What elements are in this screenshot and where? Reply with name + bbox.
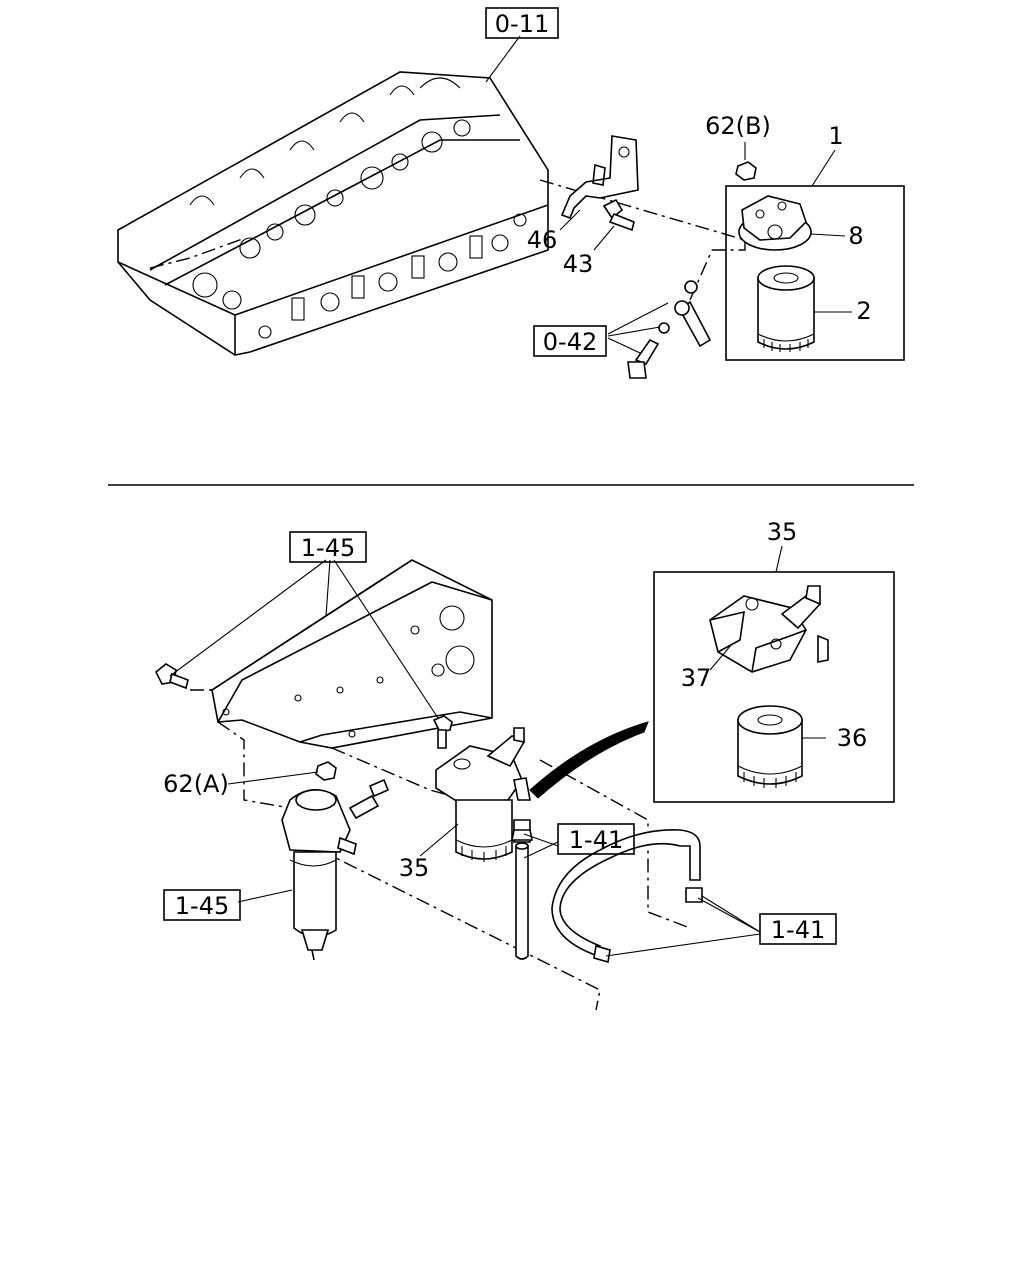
ref-0-42-label: 0-42 (543, 328, 597, 356)
bracket-bolt-center (432, 715, 453, 749)
callout-36: 36 (837, 724, 868, 752)
ref-1-41-center-label: 1-41 (569, 826, 623, 854)
ref-box-0-42[interactable]: 0-42 (533, 325, 607, 357)
callout-2: 2 (856, 297, 871, 325)
callout-1: 1 (828, 122, 843, 150)
bolt-set-0-42 (627, 280, 712, 379)
filter-element-2 (757, 265, 815, 352)
filter-element-36 (737, 705, 803, 788)
callout-35-detail: 35 (767, 518, 798, 546)
bolt-43 (602, 198, 635, 232)
callout-35: 35 (399, 854, 430, 882)
nut-62a (315, 761, 337, 781)
cylinder-head (117, 71, 549, 356)
ref-box-0-11[interactable]: 0-11 (485, 7, 559, 39)
hose-straight (513, 819, 531, 960)
ref-box-1-45-left[interactable]: 1-45 (163, 889, 241, 921)
ref-0-11-label: 0-11 (495, 10, 549, 38)
callout-43: 43 (563, 250, 594, 278)
filter-head-37 (709, 585, 829, 673)
detail-box-35 (653, 571, 895, 803)
callout-62b: 62(B) (705, 112, 771, 140)
ref-box-1-41-right[interactable]: 1-41 (759, 913, 837, 945)
ref-box-1-45-top[interactable]: 1-45 (289, 531, 367, 563)
nut-62b (735, 161, 757, 181)
callout-37: 37 (681, 664, 712, 692)
ref-1-45-left-label: 1-45 (175, 892, 229, 920)
bracket-46 (560, 135, 639, 220)
ref-1-45-top-label: 1-45 (301, 534, 355, 562)
detail-arrow (529, 721, 649, 799)
assembly-1-box (725, 185, 905, 361)
fuel-filter-35 (435, 727, 531, 862)
ref-box-1-41-center[interactable]: 1-41 (557, 823, 635, 855)
ref-1-41-right-label: 1-41 (771, 916, 825, 944)
filter-head-8 (738, 195, 812, 251)
callout-46: 46 (527, 226, 558, 254)
callout-8: 8 (848, 222, 863, 250)
water-sedimenter (281, 778, 390, 961)
callout-62a: 62(A) (163, 770, 229, 798)
hose-clip-center (511, 829, 533, 841)
bracket-bolt-left (154, 663, 189, 690)
